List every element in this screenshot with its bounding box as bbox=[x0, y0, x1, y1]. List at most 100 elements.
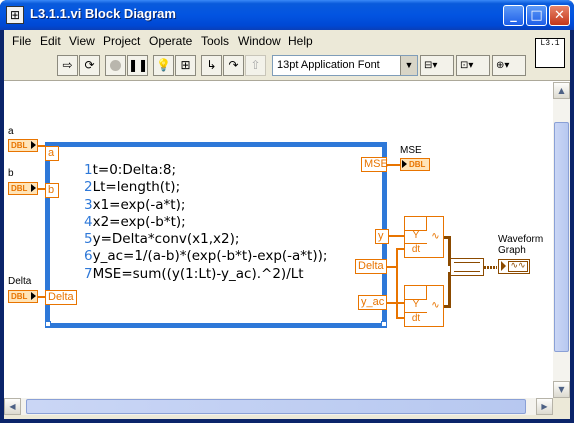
input-node-a[interactable]: a bbox=[45, 146, 59, 161]
mathscript-code[interactable]: 1t=0:Delta:8;2Lt=length(t);3x1=exp(-a*t)… bbox=[84, 162, 327, 283]
input-node-b[interactable]: b bbox=[45, 183, 59, 198]
wire[interactable] bbox=[484, 266, 497, 269]
build-array-node[interactable] bbox=[450, 258, 484, 276]
menu-operate[interactable]: Operate bbox=[149, 34, 193, 48]
scrollbar-corner bbox=[553, 398, 570, 415]
menu-file[interactable]: File bbox=[12, 34, 32, 48]
divider bbox=[4, 80, 570, 82]
code-line: 3x1=exp(-a*t); bbox=[84, 196, 186, 213]
waveform-icon bbox=[405, 217, 427, 231]
control-label-b: b bbox=[8, 168, 14, 179]
highlight-execution-icon[interactable]: 💡 bbox=[153, 55, 174, 76]
port-dt: dt bbox=[411, 244, 421, 255]
pause-button[interactable]: ❚❚ bbox=[127, 55, 148, 76]
menu-project[interactable]: Project bbox=[103, 34, 141, 48]
control-terminal-b[interactable]: DBL bbox=[8, 182, 38, 195]
wire[interactable] bbox=[38, 188, 48, 190]
control-terminal-a[interactable]: DBL bbox=[8, 139, 38, 152]
window-title: L3.1.1.vi Block Diagram bbox=[30, 6, 176, 21]
step-out-icon[interactable]: ⇧ bbox=[245, 55, 266, 76]
toolbar: ⇨ ⟳ ❚❚ 💡 ⊞ ↳ ↷ ⇧ 13pt Application Font ▼… bbox=[4, 51, 532, 79]
minimize-button[interactable]: _ bbox=[503, 5, 524, 26]
waveform-icon: ∿ bbox=[431, 231, 440, 242]
input-node-delta[interactable]: Delta bbox=[45, 290, 77, 305]
menu-view[interactable]: View bbox=[69, 34, 95, 48]
scroll-left-icon[interactable]: ◀ bbox=[4, 398, 21, 415]
align-objects-icon[interactable]: ⊟▾ bbox=[420, 55, 454, 76]
menu-bar: File Edit View Project Operate Tools Win… bbox=[4, 31, 532, 51]
output-node-yac[interactable]: y_ac bbox=[358, 295, 387, 310]
menu-tools[interactable]: Tools bbox=[201, 34, 230, 48]
control-label-a: a bbox=[8, 126, 14, 137]
wire[interactable] bbox=[448, 236, 451, 266]
maximize-button[interactable]: □ bbox=[526, 5, 547, 26]
graph-icon: ∿∿ bbox=[508, 261, 528, 272]
wire[interactable] bbox=[38, 296, 48, 298]
output-node-mse[interactable]: MSE bbox=[361, 157, 388, 172]
wire[interactable] bbox=[387, 164, 400, 166]
scroll-down-icon[interactable]: ▼ bbox=[553, 381, 570, 398]
wire[interactable] bbox=[387, 266, 397, 268]
node-resize-handle[interactable] bbox=[45, 321, 51, 327]
vi-icon[interactable]: L3.1 bbox=[535, 38, 565, 68]
code-line: 2Lt=length(t); bbox=[84, 179, 181, 196]
step-into-icon[interactable]: ↳ bbox=[201, 55, 222, 76]
wire[interactable] bbox=[387, 302, 404, 304]
chevron-down-icon: ▼ bbox=[400, 56, 417, 75]
array-icon bbox=[454, 262, 480, 272]
code-line: 6y_ac=1/(a-b)*(exp(-b*t)-exp(-a*t)); bbox=[84, 248, 328, 265]
font-select[interactable]: 13pt Application Font ▼ bbox=[272, 55, 418, 76]
code-line: 4x2=exp(-b*t); bbox=[84, 213, 186, 230]
output-node-y[interactable]: y bbox=[375, 229, 389, 244]
node-resize-handle[interactable] bbox=[381, 321, 387, 327]
indicator-label-mse: MSE bbox=[400, 145, 422, 156]
run-continuously-button[interactable]: ⟳ bbox=[79, 55, 100, 76]
waveform-graph-terminal[interactable]: ∿∿ bbox=[498, 259, 530, 274]
wire[interactable] bbox=[396, 248, 404, 250]
step-over-icon[interactable]: ↷ bbox=[223, 55, 244, 76]
code-line: 7MSE=sum((y(1:Lt)-y_ac).^2)/Lt bbox=[84, 265, 304, 282]
build-waveform-2[interactable]: Y dt ∿ bbox=[404, 285, 444, 327]
port-y: Y bbox=[405, 230, 427, 244]
wire[interactable] bbox=[396, 317, 404, 319]
scroll-up-icon[interactable]: ▲ bbox=[553, 82, 570, 99]
control-label-delta: Delta bbox=[8, 276, 32, 287]
waveform-icon bbox=[405, 286, 427, 300]
output-node-delta[interactable]: Delta bbox=[355, 259, 387, 274]
vi-icon-label: L3.1 bbox=[540, 39, 560, 48]
scroll-thumb[interactable] bbox=[554, 122, 569, 352]
build-waveform-1[interactable]: Y dt ∿ bbox=[404, 216, 444, 258]
indicator-terminal-mse[interactable]: DBL bbox=[400, 158, 430, 171]
title-bar[interactable] bbox=[0, 0, 574, 30]
wire[interactable] bbox=[444, 236, 450, 239]
mathscript-node[interactable] bbox=[45, 142, 387, 328]
font-select-value: 13pt Application Font bbox=[277, 59, 380, 71]
abort-button[interactable] bbox=[105, 55, 126, 76]
retain-wire-values-icon[interactable]: ⊞ bbox=[175, 55, 196, 76]
chevron-right-icon bbox=[501, 261, 507, 272]
wire[interactable] bbox=[389, 235, 404, 237]
control-terminal-delta[interactable]: DBL bbox=[8, 290, 38, 303]
menu-edit[interactable]: Edit bbox=[40, 34, 61, 48]
menu-window[interactable]: Window bbox=[238, 34, 281, 48]
waveform-icon: ∿ bbox=[431, 300, 440, 311]
close-button[interactable]: ✕ bbox=[549, 5, 570, 26]
distribute-objects-icon[interactable]: ⊡▾ bbox=[456, 55, 490, 76]
scroll-right-icon[interactable]: ▶ bbox=[536, 398, 553, 415]
vertical-scrollbar[interactable]: ▲ ▼ bbox=[553, 82, 570, 398]
wire[interactable] bbox=[444, 305, 450, 308]
wire[interactable] bbox=[448, 272, 451, 308]
code-line: 1t=0:Delta:8; bbox=[84, 162, 177, 178]
horizontal-scrollbar[interactable]: ◀ ▶ bbox=[4, 398, 553, 415]
wire[interactable] bbox=[38, 145, 48, 147]
port-dt: dt bbox=[411, 313, 421, 324]
reorder-icon[interactable]: ⊕▾ bbox=[492, 55, 526, 76]
port-y: Y bbox=[405, 299, 427, 313]
run-button[interactable]: ⇨ bbox=[57, 55, 78, 76]
scroll-thumb[interactable] bbox=[26, 399, 526, 414]
menu-help[interactable]: Help bbox=[288, 34, 313, 48]
wire[interactable] bbox=[396, 248, 398, 318]
code-line: 5y=Delta*conv(x1,x2); bbox=[84, 231, 240, 248]
labview-block-diagram-icon[interactable]: ⊞ bbox=[6, 6, 24, 24]
